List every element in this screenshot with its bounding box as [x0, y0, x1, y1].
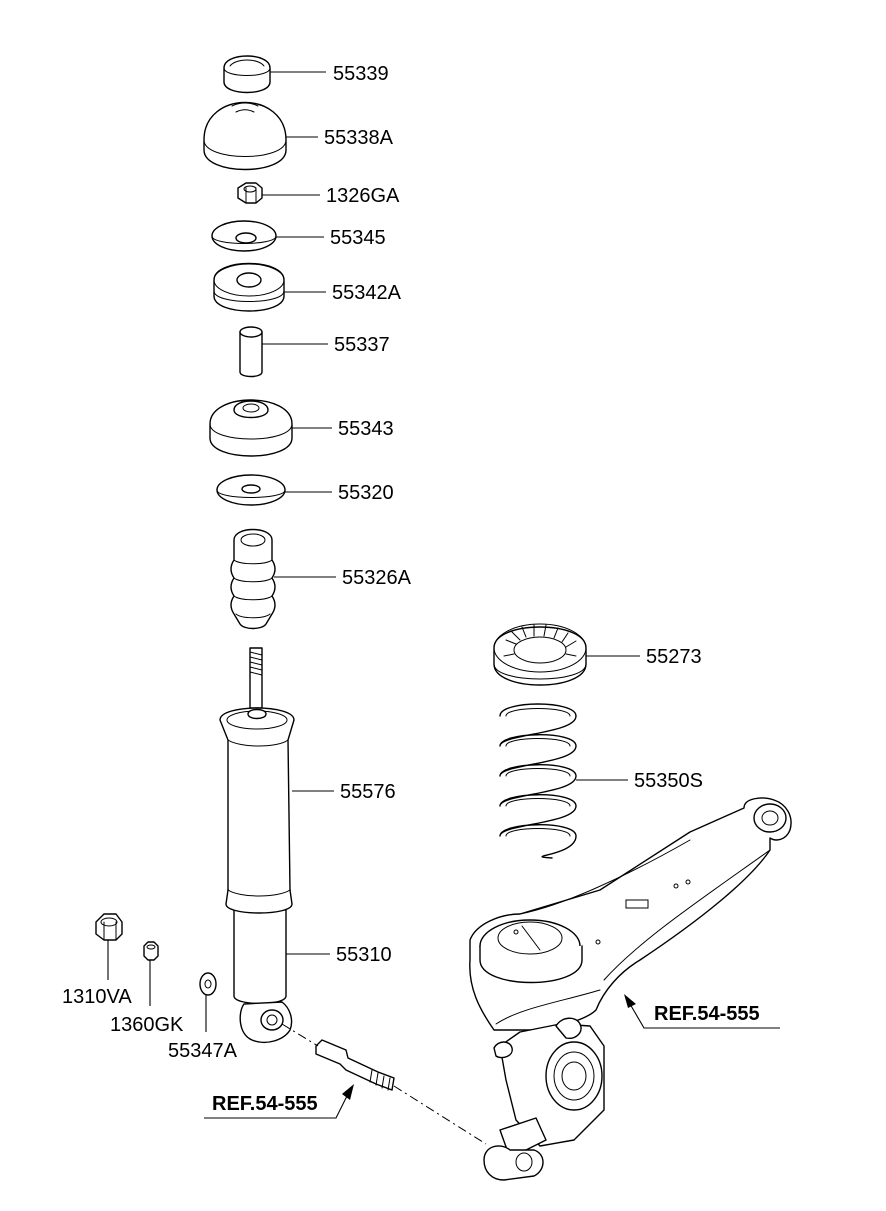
label-55273: 55273: [646, 646, 702, 668]
alignment-line-left: [281, 1023, 319, 1047]
alignment-line-right: [393, 1085, 487, 1145]
part-55320-washer: [216, 474, 286, 506]
part-1326GA-nut: [237, 182, 263, 204]
label-55310: 55310: [336, 944, 392, 966]
label-55576: 55576: [340, 781, 396, 803]
ref-arrow-right: [624, 994, 636, 1008]
label-55342A: 55342A: [332, 282, 402, 304]
ref-leader-right: [629, 1003, 780, 1029]
label-55326A: 55326A: [342, 567, 412, 589]
ref-leader-lower-left: [204, 1093, 349, 1119]
label-1310VA: 1310VA: [62, 986, 132, 1008]
part-1310VA-nut: [95, 913, 123, 941]
part-55339-cap: [223, 55, 271, 94]
part-1360GK-washer: [143, 941, 159, 961]
label-55350S: 55350S: [634, 770, 703, 792]
ref-arrow-lower-left: [342, 1084, 354, 1100]
part-55347A-washer: [199, 972, 217, 996]
part-55342A-bushing: [213, 262, 285, 312]
part-55350S-coil-spring: [499, 703, 577, 859]
ref-label-right[interactable]: REF.54-555: [654, 1003, 760, 1025]
label-1360GK: 1360GK: [110, 1014, 184, 1036]
label-55339: 55339: [333, 63, 389, 85]
knuckle-and-bushing: [483, 1017, 605, 1181]
part-55338A-dome: [203, 101, 287, 171]
label-55320: 55320: [338, 482, 394, 504]
part-55337-sleeve: [239, 326, 263, 378]
label-55345: 55345: [330, 227, 386, 249]
part-55326A-bump-stop: [230, 528, 276, 630]
part-55345-washer: [211, 220, 277, 252]
label-55338A: 55338A: [324, 127, 394, 149]
part-55576-dust-boot: [219, 707, 295, 914]
part-55273-spring-seat: [493, 623, 587, 686]
lower-control-arm: [469, 797, 792, 1031]
ref-label-lower-left[interactable]: REF.54-555: [212, 1093, 318, 1115]
part-55343-bushing: [209, 399, 293, 457]
label-55347A: 55347A: [168, 1040, 238, 1062]
label-1326GA: 1326GA: [326, 185, 400, 207]
mounting-bolt: [315, 1039, 395, 1091]
label-55343: 55343: [338, 418, 394, 440]
label-55337: 55337: [334, 334, 390, 356]
